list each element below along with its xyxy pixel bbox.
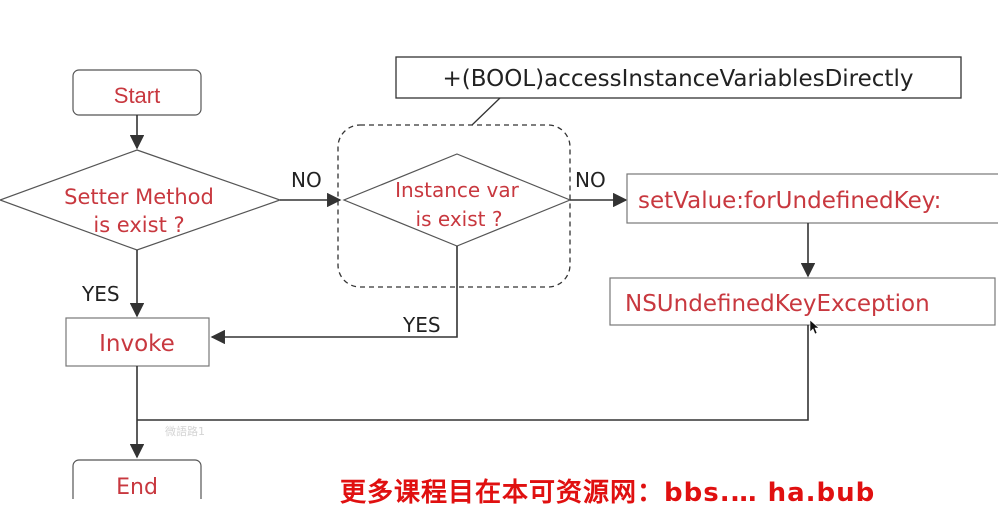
instance-label-1: Instance var [395,178,520,202]
edge-label-yes-1: YES [81,282,120,306]
end-label: End [116,475,158,499]
mouse-cursor-icon [809,319,820,335]
setter-label-2: is exist ? [93,213,184,237]
watermark: 微語路1 [165,424,205,438]
start-label: Start [114,83,160,108]
exception-label: NSUndefinedKeyException [625,291,930,317]
edge-label-yes-2: YES [402,313,441,337]
callout-pointer [471,97,501,126]
edge-instance-invoke [210,246,458,345]
setter-label-1: Setter Method [64,185,214,209]
callout-box [395,56,962,99]
edge-exception-merge [137,325,809,421]
set-value-undefined-node [626,173,998,224]
set-value-undefined-label: setValue:forUndefinedKey: [638,188,941,214]
instance-label-2: is exist ? [416,207,503,231]
edge-label-no-2: NO [575,168,606,192]
end-node [72,459,202,499]
edge-label-no-1: NO [291,168,322,192]
invoke-label: Invoke [99,331,175,357]
bottom-caption: 更多课程目在本可资源网：bbs.… ha.bub [340,478,876,508]
exception-node [609,277,996,326]
callout-text: +(BOOL)accessInstanceVariablesDirectly [443,66,914,92]
access-ivar-region [337,124,571,288]
